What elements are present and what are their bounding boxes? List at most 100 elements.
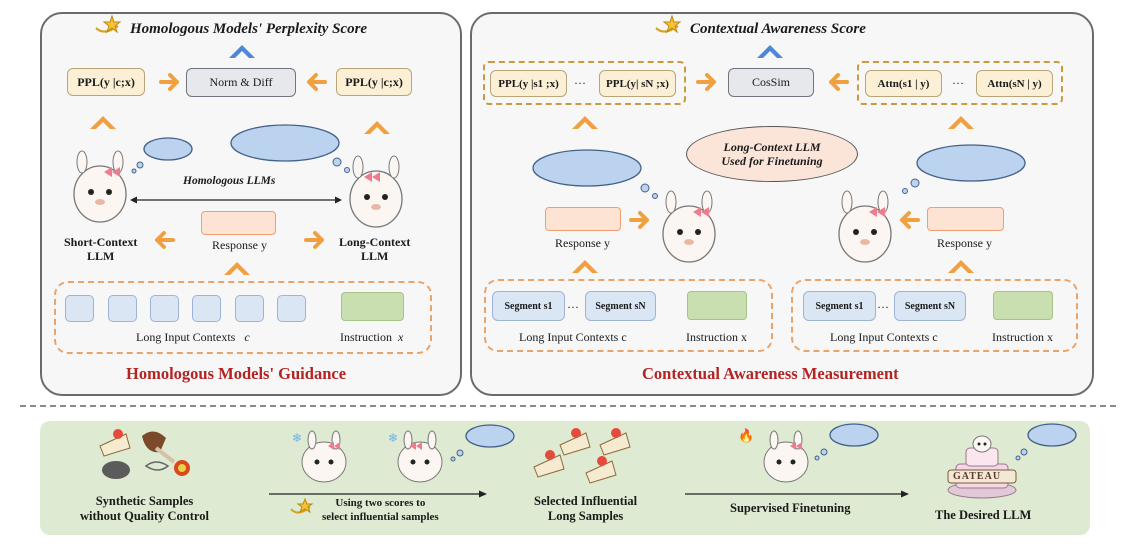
context-block [150,295,179,322]
fire-icon: 🔥 [738,428,755,443]
segment-s1-box: Segment s1 [492,291,565,321]
instruction-label-left: Instruction x [340,330,404,344]
orange-chevron-icon [948,113,974,136]
attn-group [857,61,1063,105]
thought-cloud-icon [448,421,518,466]
long-context-llm-oval: Long-Context LLM Used for Finetuning [686,126,858,182]
ppl-s1-box: PPL(y |s1 ;x) [490,70,567,97]
orange-chevron-icon [364,118,390,141]
context-block [108,295,137,322]
norm-diff-box: Norm & Diff [186,68,296,97]
thought-cloud-icon [527,144,667,209]
instruction-block [993,291,1053,320]
ppl-right-box: PPL(y |c;x) [336,68,412,96]
thought-cloud-icon [895,139,1035,204]
instruction-var: x [398,330,404,344]
contexts-label-left: Long Input Contexts c [136,330,250,344]
response-label-right-a: Response y [555,236,610,250]
food-samples-icon [96,424,206,489]
pipeline-band [40,421,1090,535]
context-block [192,295,221,322]
thought-cloud-icon [812,420,882,465]
frozen-alpaca-icon: ❄ [388,430,448,489]
response-label-right-b: Response y [937,236,992,250]
long-context-alpaca-icon [344,155,408,234]
ppl-left-box: PPL(y |c;x) [67,68,145,96]
ellipsis: ··· [952,76,964,90]
arrow-left-icon [152,230,176,255]
measurement-title: Contextual Awareness Measurement [642,364,899,383]
finetune-alpaca-icon [657,190,721,269]
context-block [277,295,306,322]
orange-chevron-icon [572,113,598,136]
arrow-left-icon [826,72,850,97]
ellipsis: ··· [567,300,579,314]
context-block [65,295,94,322]
segment-sn-box: Segment sN [894,291,966,321]
sparkle-star-icon [288,497,314,522]
left-input-container [54,281,432,354]
supervised-finetuning-label: Supervised Finetuning [730,501,851,515]
ppl-group [483,61,686,105]
short-context-alpaca-icon [68,150,132,229]
blue-chevron-icon [757,42,783,65]
orange-chevron-icon [224,259,250,282]
arrow-left-icon [897,210,921,235]
ellipsis: ··· [877,300,889,314]
orange-chevron-icon [948,257,974,280]
right-input-container-b [791,279,1078,352]
selected-samples-label: Selected Influential Long Samples [534,494,638,523]
instruction-label-right-a: Instruction x [686,330,747,344]
cake-slices-icon [530,425,640,492]
flow-arrow-icon [685,486,911,504]
ellipsis: ··· [574,76,586,90]
arrow-left-icon [304,72,328,97]
finetune-alpaca-icon [833,190,897,269]
response-box-left [201,211,276,235]
ppl-sn-box: PPL(y| sN ;x) [599,70,676,97]
synthetic-samples-label: Synthetic Samples without Quality Contro… [80,494,209,523]
svg-text:❄: ❄ [292,431,302,445]
svg-text:❄: ❄ [388,431,398,445]
thought-cloud-icon [225,118,365,183]
homologous-llms-label: Homologous LLMs [183,175,276,187]
training-alpaca-icon [756,430,816,489]
flow-arrow-icon [269,486,489,504]
orange-chevron-icon [572,257,598,280]
short-context-llm-label: Short-Context LLM [64,235,138,263]
segment-sn-box: Segment sN [585,291,656,321]
thought-cloud-icon [131,133,194,178]
attn-sn-box: Attn(sN | y) [976,70,1053,97]
sparkle-star-icon [92,14,122,41]
cossim-box: CosSim [728,68,814,97]
contexts-label-right-a: Long Input Contexts c [519,330,627,344]
frozen-alpaca-icon: ❄ [292,430,352,489]
arrow-right-icon [303,230,327,255]
long-context-llm-label: Long-Context LLM [339,235,411,263]
dashed-divider [20,405,1116,407]
right-input-container-a [484,279,773,352]
sparkle-star-icon [652,14,682,41]
segment-s1-box: Segment s1 [803,291,876,321]
using-scores-label: Using two scores to select influential s… [322,497,439,523]
gateau-cake-icon [942,430,1022,507]
desired-llm-label: The Desired LLM [935,508,1032,522]
thought-cloud-icon [1014,420,1080,465]
context-block [235,295,264,322]
gateau-label: GATEAU [953,471,1002,482]
instruction-block [687,291,747,320]
instruction-block [341,292,404,321]
response-box-right-b [927,207,1004,231]
arrow-right-icon [695,72,719,97]
arrow-right-icon [628,210,652,235]
response-box-right-a [545,207,621,231]
left-score-title: Homologous Models' Perplexity Score [130,21,368,37]
response-label-left: Response y [212,238,267,252]
orange-chevron-icon [90,113,116,136]
contexts-label-right-b: Long Input Contexts c [830,330,938,344]
arrow-right-icon [158,72,182,97]
blue-chevron-icon [229,42,255,65]
attn-s1-box: Attn(s1 | y) [865,70,942,97]
right-score-title: Contextual Awareness Score [690,21,866,37]
guidance-title: Homologous Models' Guidance [126,364,347,383]
